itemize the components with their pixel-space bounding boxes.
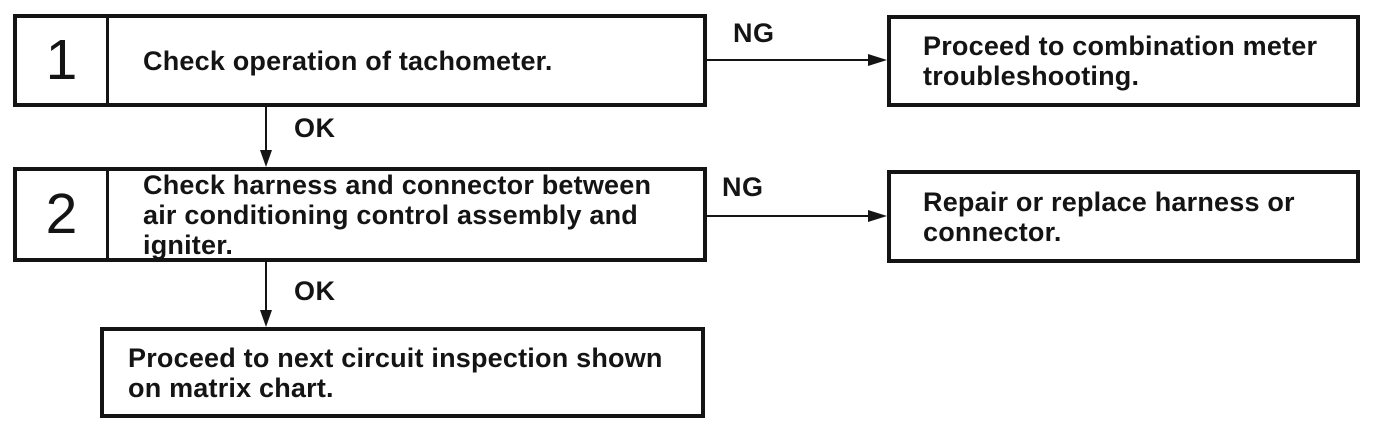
result-2-text: Repair or replace harness or connector. xyxy=(923,186,1295,247)
arrowhead-right-icon xyxy=(868,210,887,222)
step-1-instruction: Check operation of tachometer. xyxy=(143,45,553,76)
arrowhead-down-icon xyxy=(260,150,272,167)
terminal-text: Proceed to next circuit inspection shown… xyxy=(128,342,663,403)
result-1-text: Proceed to combination meter troubleshoo… xyxy=(923,31,1318,91)
step-2-instruction: Check harness and connector between air … xyxy=(143,169,652,260)
ok-connector-2 xyxy=(265,262,267,312)
ng-connector-2 xyxy=(707,215,871,217)
ng-connector-1 xyxy=(707,59,871,61)
step-1-box: 1 Check operation of tachometer. xyxy=(13,14,707,107)
result-1-box: Proceed to combination meter troubleshoo… xyxy=(887,15,1360,107)
result-2-box: Repair or replace harness or connector. xyxy=(887,170,1360,263)
arrowhead-down-icon xyxy=(260,310,272,327)
ng-label-1: NG xyxy=(733,18,775,48)
ng-label-2: NG xyxy=(722,172,764,202)
ok-connector-1 xyxy=(265,107,267,153)
arrowhead-right-icon xyxy=(868,54,887,66)
step-2-number: 2 xyxy=(17,171,109,258)
ok-label-1: OK xyxy=(294,113,336,143)
terminal-box: Proceed to next circuit inspection shown… xyxy=(100,327,705,418)
ok-label-2: OK xyxy=(294,276,336,306)
step-1-number: 1 xyxy=(17,18,109,103)
step-2-box: 2 Check harness and connector between ai… xyxy=(13,167,707,262)
